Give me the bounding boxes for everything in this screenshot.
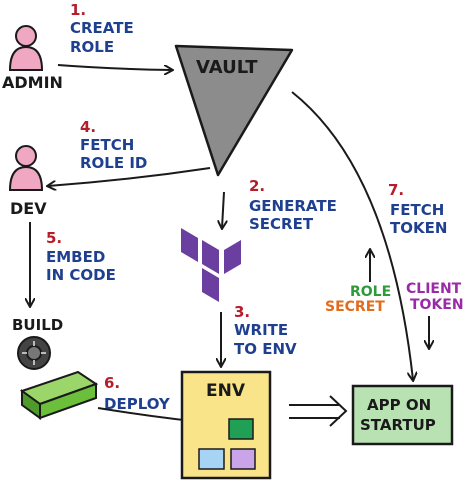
env-box: ENV [180,370,272,480]
step-6-number: 6. [104,374,120,392]
terraform-icon [181,228,241,302]
step-5: 5. EMBED IN CODE [46,229,116,284]
step-4: 4. FETCH ROLE ID [80,118,147,172]
step-3-number: 3. [234,303,250,321]
dev-person-icon [8,145,44,191]
dev-actor: DEV [8,145,47,218]
build-label: BUILD [12,316,63,334]
step-7-line-2: TOKEN [390,219,447,237]
client-token-note: CLIENT TOKEN [406,281,464,348]
admin-label: ADMIN [2,73,63,92]
client-text: CLIENT [406,281,462,297]
env-tile-purple [230,448,256,470]
step-6: 6. DEPLOY [104,374,171,413]
step-4-number: 4. [80,118,96,136]
step-6-line-1: DEPLOY [104,395,171,413]
arrow-vault-to-terraform [222,191,224,228]
step-2: 2. GENERATE SECRET [249,177,337,233]
step-1-line-1: CREATE [70,19,134,37]
dev-label: DEV [10,199,47,218]
step-3-line-1: WRITE [234,321,288,339]
step-7: 7. FETCH TOKEN [388,181,447,237]
role-text: ROLE [350,284,391,300]
env-label: ENV [206,381,246,401]
vault-triangle-icon [174,44,294,177]
app-label-line-2: STARTUP [360,416,436,434]
container-icon [19,370,99,420]
app-label-line-1: APP ON [367,396,431,414]
env-to-app-double-arrow [289,395,348,427]
admin-actor: ADMIN [2,25,63,92]
step-3: 3. WRITE TO ENV [234,303,297,358]
step-4-line-1: FETCH [80,136,134,154]
env-tile-blue [198,448,225,470]
build-gear-icon [17,336,51,370]
step-7-line-1: FETCH [390,201,444,219]
step-1-number: 1. [70,1,86,19]
step-1-line-2: ROLE [70,38,114,56]
app-box: APP ON STARTUP [351,384,454,446]
step-7-number: 7. [388,181,404,199]
step-2-line-1: GENERATE [249,197,337,215]
env-tile-green [228,418,254,440]
vault-label: VAULT [196,57,258,78]
admin-person-icon [8,25,44,71]
role-secret-note: ROLE SECRET [325,250,391,315]
step-2-number: 2. [249,177,265,195]
step-3-line-2: TO ENV [234,340,297,358]
step-2-line-2: SECRET [249,215,314,233]
step-4-line-2: ROLE ID [80,154,147,172]
step-1: 1. CREATE ROLE [70,1,134,56]
step-5-number: 5. [46,229,62,247]
token-text: TOKEN [410,297,464,313]
arrow-vault-to-app [291,91,413,380]
arrow-admin-to-vault [57,64,172,70]
vault: VAULT [174,44,294,177]
arrow-vault-to-dev [48,167,211,186]
step-5-line-2: IN CODE [46,266,116,284]
build: BUILD [12,316,63,370]
step-5-line-1: EMBED [46,248,105,266]
secret-text: SECRET [325,299,385,315]
